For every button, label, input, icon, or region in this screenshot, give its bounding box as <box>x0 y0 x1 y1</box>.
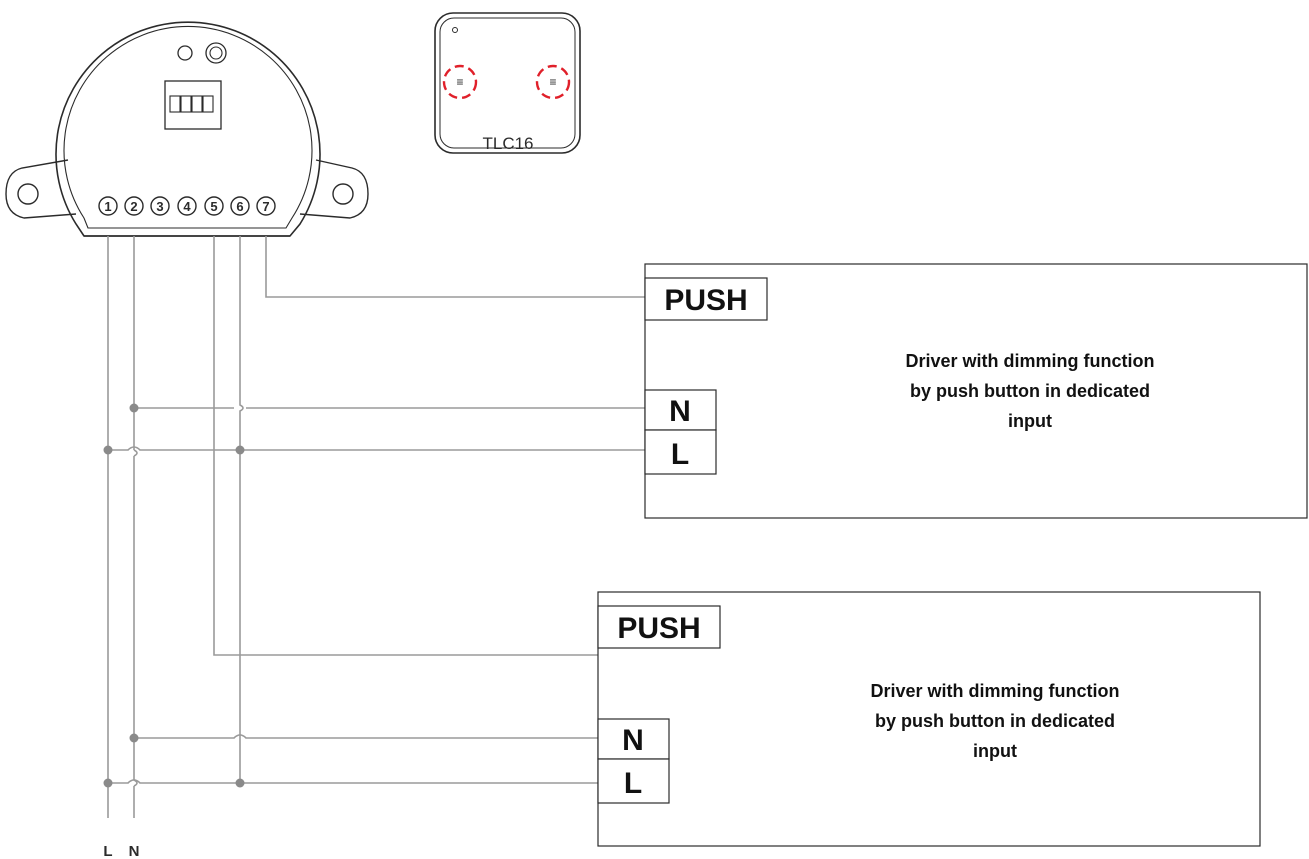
controller-inner-shell <box>63 25 313 229</box>
wire-N-main <box>133 236 138 818</box>
node-L-driver-2 <box>103 778 113 788</box>
terminal-2-label: 2 <box>130 199 137 214</box>
driver-2-description-line-3: input <box>973 741 1017 761</box>
remote-button-left-highlight <box>442 64 478 100</box>
driver-2-description-line-2: by push button in dedicated <box>875 711 1115 731</box>
led-right <box>205 42 227 64</box>
remote-button-right-icon: ≡ <box>549 75 556 89</box>
terminal-7-circle <box>256 196 276 216</box>
terminal-1-circle <box>98 196 118 216</box>
left-mounting-ear <box>5 159 77 219</box>
driver-1-l-label: L <box>671 438 689 471</box>
driver-1-n-label: N <box>669 395 691 428</box>
driver-1: PUSH N L Driver with dimming function by… <box>644 263 1308 519</box>
dip-switch-housing <box>164 80 222 130</box>
driver-1-push-label: PUSH <box>664 284 747 317</box>
wire-push-driver-2 <box>213 236 598 656</box>
right-mounting-ear <box>299 159 369 219</box>
remote-indicator-dot <box>452 27 458 33</box>
dip-switch-levers <box>169 95 214 113</box>
remote-tlc16: ≡ ≡ TLC16 <box>434 12 581 154</box>
driver-2-push-label: PUSH <box>617 612 700 645</box>
dip-switch-lever-4 <box>202 95 214 113</box>
driver-2-n-label: N <box>622 724 644 757</box>
terminal-3-label: 3 <box>156 199 163 214</box>
controller-outer-shell <box>55 21 321 237</box>
led-right-inner <box>209 46 223 60</box>
wire-N-label: N <box>129 843 140 859</box>
left-screw-hole <box>17 183 39 205</box>
wire-terminal-6 <box>239 236 244 782</box>
driver-2-push-terminal <box>597 605 721 649</box>
driver-2-l-terminal <box>597 758 670 804</box>
wire-L-label: L <box>103 843 112 859</box>
terminal-numbers: 1 2 3 4 5 6 7 <box>98 196 276 216</box>
terminal-5-label: 5 <box>210 199 217 214</box>
remote-button-right-highlight <box>535 64 571 100</box>
driver-1-description-line-2: by push button in dedicated <box>910 381 1150 401</box>
driver-2: PUSH N L Driver with dimming function by… <box>597 591 1261 847</box>
driver-2-n-terminal <box>597 718 670 760</box>
wire-driver-1-L <box>108 446 645 451</box>
dip-switch-lever-2 <box>180 95 192 113</box>
wire-driver-2-N <box>134 734 598 739</box>
terminal-4-label: 4 <box>183 199 191 214</box>
remote-button-left-icon: ≡ <box>456 75 463 89</box>
node-N-driver-2 <box>129 733 139 743</box>
dip-switch-lever-3 <box>191 95 203 113</box>
terminal-4-circle <box>177 196 197 216</box>
driver-1-l-terminal <box>644 429 717 475</box>
terminal-2-circle <box>124 196 144 216</box>
node-t6-driver-2 <box>235 778 245 788</box>
junction-nodes <box>103 403 245 788</box>
driver-2-description-line-1: Driver with dimming function <box>870 681 1119 701</box>
terminal-1-label: 1 <box>104 199 111 214</box>
wire-driver-2-L <box>108 779 598 784</box>
terminal-6-circle <box>230 196 250 216</box>
terminal-6-label: 6 <box>236 199 243 214</box>
controller-module <box>5 21 369 237</box>
terminal-5-circle <box>204 196 224 216</box>
dip-switch-lever-1 <box>169 95 181 113</box>
wires <box>107 236 645 818</box>
terminal-3-circle <box>150 196 170 216</box>
remote-inner-frame <box>439 17 576 149</box>
node-t6-driver-1 <box>235 445 245 455</box>
node-N-driver-1 <box>129 403 139 413</box>
right-screw-hole <box>332 183 354 205</box>
remote-label: TLC16 <box>482 134 533 153</box>
terminal-7-label: 7 <box>262 199 269 214</box>
led-left <box>177 45 193 61</box>
driver-1-push-terminal <box>644 277 768 321</box>
remote-body <box>434 12 581 154</box>
driver-1-description-line-3: input <box>1008 411 1052 431</box>
driver-1-description-line-1: Driver with dimming function <box>905 351 1154 371</box>
node-L-driver-1 <box>103 445 113 455</box>
driver-2-l-label: L <box>624 767 642 800</box>
wire-push-driver-1 <box>265 236 645 298</box>
